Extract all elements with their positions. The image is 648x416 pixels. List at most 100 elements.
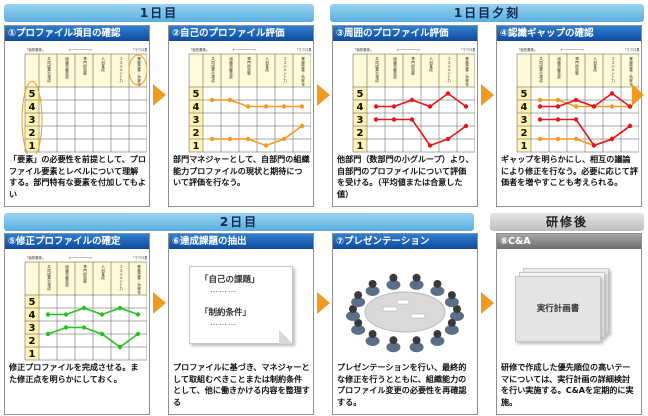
level-label: 1 [29, 349, 36, 360]
series-3-point [555, 104, 561, 109]
column-header: 共同成果の達成 [374, 56, 379, 83]
profile-grid-1: 「個別要素」「マクロ要素」←――――→54321共同成果の達成組織貢献意欲専門的… [21, 47, 147, 154]
header-left-label: 「個別要素」 [25, 255, 45, 260]
header-right-label: 「マクロ要素」 [623, 47, 639, 52]
step-caption: 研修で作成した優先順位の高いテーマについては、実行計画の詳細検討を行い実施する。… [501, 362, 634, 407]
series-3-point [537, 104, 543, 109]
person-icon [386, 336, 401, 353]
series-3-point [591, 104, 597, 109]
flow-arrow-icon [153, 292, 166, 314]
level-label: 2 [521, 128, 528, 139]
level-label: 1 [357, 141, 364, 152]
series-2-point [45, 331, 51, 337]
level-label: 4 [29, 310, 36, 321]
meeting-illustration [346, 273, 464, 353]
series-2-point [409, 117, 415, 122]
level-label: 1 [521, 141, 528, 152]
header-left-label: 「個別要素」 [189, 47, 209, 52]
column-header: 業務改善・効率化 [136, 56, 141, 86]
series-2-point [117, 344, 123, 350]
series-2-point [63, 325, 69, 330]
series-2-point [99, 331, 105, 337]
level-label: 5 [29, 297, 36, 308]
series-1-point [555, 97, 561, 103]
column-header: 専門的技能 [410, 56, 415, 75]
series-2-point [463, 123, 469, 129]
series-1-line [48, 307, 139, 316]
level-label: 1 [29, 141, 36, 152]
level-label: 5 [521, 89, 528, 100]
level-label: 5 [29, 89, 36, 100]
level-label: 5 [357, 89, 364, 100]
column-header: 人材育成 [428, 56, 433, 72]
series-1-point [427, 104, 433, 109]
column-header: 業務改善・効率化 [464, 56, 469, 86]
column-header: 業務改善・効率化 [136, 264, 141, 294]
column-header: 組織貢献意欲 [64, 56, 69, 79]
direction-arrow-icon: ←――――→ [561, 47, 584, 52]
level-label: 5 [193, 89, 200, 100]
column-header: 組織貢献意欲 [228, 56, 233, 79]
plan-document: 実行計画書 [515, 276, 601, 342]
column-header: 人材育成 [100, 264, 105, 280]
level-label: 3 [521, 115, 528, 126]
page-curl-icon [279, 330, 293, 344]
level-label: 3 [29, 323, 36, 334]
profile-grid-5: 「個別要素」「マクロ要素」←――――→54321共同成果の達成組織貢献意欲専門的… [24, 255, 147, 361]
step-panel-2: ②自己のプロファイル評価 「個別要素」「マクロ要素」←――――→54321共同成… [168, 25, 314, 207]
series-2-point [555, 136, 561, 142]
person-icon [346, 305, 360, 321]
level-label: 2 [29, 128, 36, 139]
level-label: 4 [193, 102, 200, 113]
series-2-line [376, 118, 467, 147]
person-icon [386, 273, 401, 290]
step-panel-7: ⑦プレゼンテーション プレゼンテーションを行い、最終的な修正を行うとともに、組織… [332, 233, 478, 415]
series-3-point [609, 91, 615, 96]
level-label: 2 [29, 336, 36, 347]
level-label: 3 [193, 115, 200, 126]
person-icon [365, 330, 380, 347]
series-1-point [537, 97, 543, 103]
series-2-point [245, 136, 251, 142]
level-label: 1 [193, 141, 200, 152]
person-icon [444, 291, 459, 308]
series-2-point [445, 136, 451, 142]
series-3-point [573, 97, 579, 103]
person-icon [409, 336, 424, 353]
column-header: 組織貢献意欲 [392, 56, 397, 79]
series-1-point [99, 312, 105, 317]
series-2-point [299, 123, 305, 129]
series-1-point [45, 312, 51, 317]
series-2-line [212, 125, 303, 147]
direction-arrow-icon: ←――――→ [69, 47, 92, 52]
highlight-column-icon [128, 54, 147, 86]
direction-arrow-icon: ←――――→ [397, 47, 420, 52]
doc-item-self-task: 「自己の課題」 [200, 275, 260, 285]
series-1-line [212, 99, 302, 108]
column-header: 組織貢献意欲 [556, 56, 561, 79]
person-icon [430, 279, 445, 296]
series-1-point [409, 97, 415, 103]
column-header: マネジメント力 [118, 265, 123, 291]
band-after: 研修後 [490, 213, 644, 231]
column-header: 共同成果の達成 [46, 264, 51, 291]
flow-arrow-icon [632, 84, 644, 106]
flow-arrow-icon [481, 84, 494, 106]
column-header: 共同成果の達成 [538, 56, 543, 83]
series-1-point [463, 104, 469, 109]
series-2-point [209, 136, 215, 142]
flow-arrow-icon [317, 84, 330, 106]
header-right-label: 「マクロ要素」 [131, 47, 147, 52]
series-1-point [81, 305, 87, 311]
step-title: ⑤修正プロファイルの確定 [5, 234, 149, 249]
column-header: 人材育成 [264, 56, 269, 72]
column-header: 共同成果の達成 [210, 56, 215, 83]
series-2-point [227, 136, 233, 142]
series-1-point [263, 104, 269, 109]
series-1-point [299, 104, 305, 109]
series-2-point [573, 136, 579, 142]
column-header: 専門的技能 [246, 56, 251, 75]
header-right-label: 「マクロ要素」 [459, 47, 475, 52]
series-1-point [573, 104, 579, 109]
series-2-point [391, 117, 397, 122]
